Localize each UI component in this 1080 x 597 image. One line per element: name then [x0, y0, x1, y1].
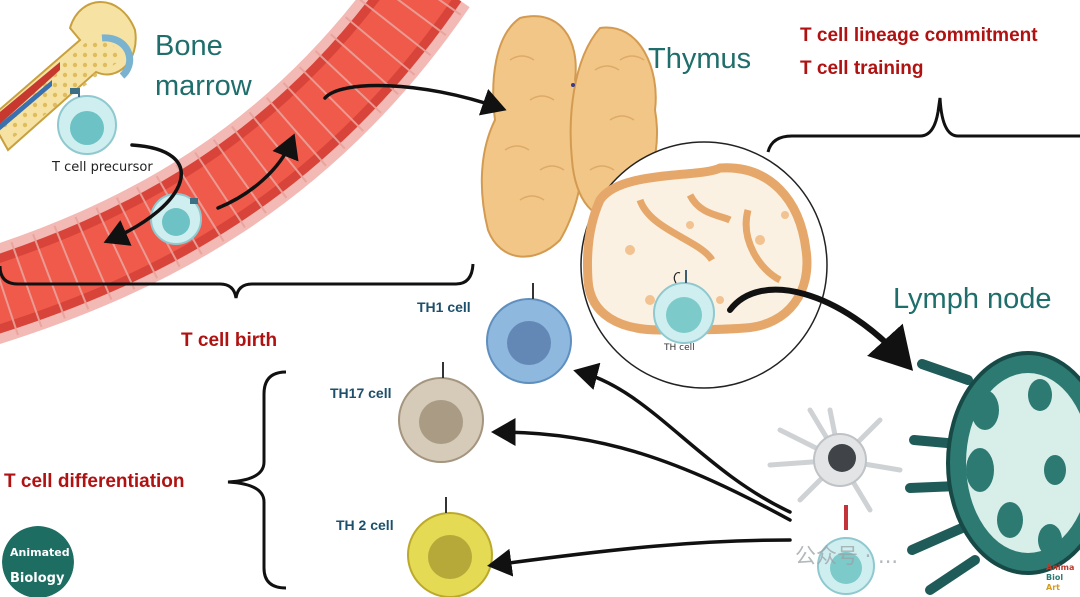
lineage-commitment-label: T cell lineage commitment [800, 25, 1038, 46]
differentiation-label: T cell differentiation [4, 471, 185, 492]
small-logo-corner: Anima Biol Art [1046, 563, 1074, 592]
bone [0, 1, 137, 152]
brace-differentiation [227, 370, 287, 590]
lymph-node [905, 351, 1080, 595]
arrow-up-vessel [216, 133, 299, 210]
arrow-thymus-to-lymph [727, 286, 914, 371]
svg-text:Anima: Anima [1046, 563, 1074, 572]
arrow-vessel-to-thymus [323, 83, 507, 116]
svg-text:Animated: Animated [10, 546, 70, 559]
th17-label: TH17 cell [330, 385, 392, 401]
th1-cell [486, 283, 572, 384]
bone-marrow-label-line2: marrow [155, 70, 252, 102]
th2-label: TH 2 cell [336, 517, 394, 533]
bone-marrow-label-line1: Bone [155, 30, 223, 62]
svg-text:Art: Art [1046, 583, 1060, 592]
th1-label: TH1 cell [417, 299, 471, 315]
th17-cell [398, 362, 484, 463]
svg-text:Biol: Biol [1046, 573, 1063, 582]
t-cell-precursor [57, 88, 117, 155]
t-cell-in-vessel [150, 193, 202, 245]
blood-vessel [0, 0, 470, 344]
thymus-label: Thymus [648, 43, 752, 75]
animated-biology-logo: Animated Biology [2, 526, 74, 597]
thymus-zoom-circle [580, 141, 828, 389]
dendritic-cell [767, 407, 903, 513]
arrow-to-th1 [573, 362, 792, 514]
thymic-cell-label: TH cell [664, 343, 695, 353]
braces [0, 97, 1080, 590]
flow-arrows [103, 83, 914, 577]
arrow-to-th17 [491, 418, 792, 522]
svg-text:Biology: Biology [10, 571, 65, 586]
watermark: 公众号 · ... [795, 544, 899, 568]
lymph-node-label: Lymph node [893, 283, 1052, 315]
brace-birth [0, 263, 475, 299]
birth-label: T cell birth [181, 330, 278, 351]
thymic-t-cell [653, 270, 715, 344]
arrow-to-th2 [487, 538, 792, 577]
arrow-precursor-to-vessel [103, 143, 183, 246]
training-label: T cell training [800, 58, 924, 79]
lymph-t-cell [817, 505, 875, 595]
precursor-label: T cell precursor [52, 160, 153, 175]
th2-cell [407, 497, 493, 597]
brace-lineage [766, 97, 1080, 153]
